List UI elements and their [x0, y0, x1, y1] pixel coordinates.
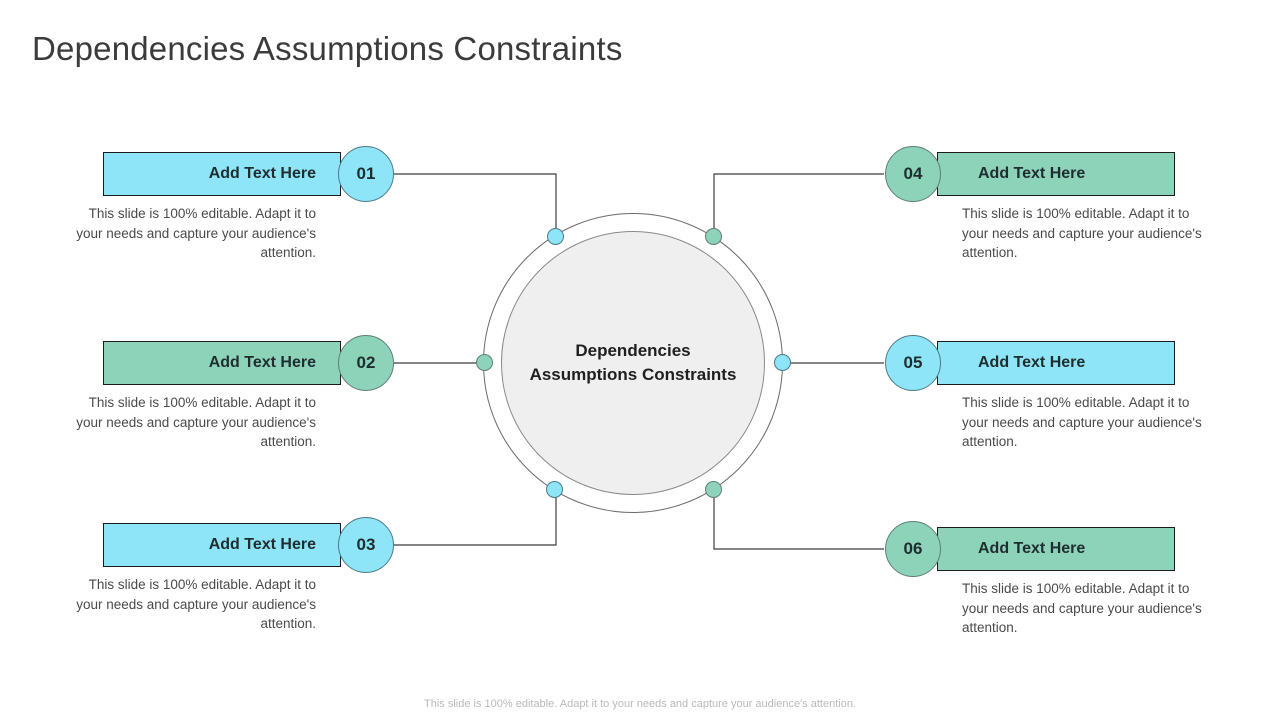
item-02-description: This slide is 100% editable. Adapt it to…	[76, 395, 316, 450]
hub-label-line2: Assumptions Constraints	[529, 365, 737, 384]
item-02-label: Add Text Here	[208, 354, 316, 371]
item-01-number: 01	[356, 164, 376, 183]
item-03-description: This slide is 100% editable. Adapt it to…	[76, 577, 316, 632]
item-02-bar[interactable]: Add Text Here	[103, 341, 341, 385]
item-05-number-badge[interactable]: 05	[885, 335, 941, 391]
item-01-label: Add Text Here	[208, 165, 316, 182]
item-05-number: 05	[903, 353, 923, 372]
item-04-label: Add Text Here	[978, 165, 1086, 182]
page-title: Dependencies Assumptions Constraints	[32, 30, 623, 67]
item-04-number-badge[interactable]: 04	[885, 146, 941, 202]
connector-03	[394, 496, 557, 546]
hub-dot-05[interactable]	[774, 354, 791, 371]
item-03-number: 03	[356, 535, 376, 554]
item-04-bar[interactable]: Add Text Here	[937, 152, 1175, 196]
item-06-label: Add Text Here	[978, 540, 1086, 557]
item-05-description: This slide is 100% editable. Adapt it to…	[962, 395, 1202, 450]
hub-dot-01[interactable]	[547, 228, 564, 245]
connector-04	[713, 173, 884, 231]
item-01-number-badge[interactable]: 01	[338, 146, 394, 202]
item-06-description: This slide is 100% editable. Adapt it to…	[962, 581, 1202, 636]
item-04-description: This slide is 100% editable. Adapt it to…	[962, 206, 1202, 261]
hub-label: Dependencies Assumptions Constraints	[508, 339, 758, 387]
hub-dot-06[interactable]	[705, 481, 722, 498]
item-03-number-badge[interactable]: 03	[338, 517, 394, 573]
item-06-bar[interactable]: Add Text Here	[937, 527, 1175, 571]
item-03-bar[interactable]: Add Text Here	[103, 523, 341, 567]
item-06-number: 06	[903, 539, 923, 558]
item-04-number: 04	[903, 164, 923, 183]
item-02-number-badge[interactable]: 02	[338, 335, 394, 391]
item-05-label: Add Text Here	[978, 354, 1086, 371]
item-05-bar[interactable]: Add Text Here	[937, 341, 1175, 385]
slide-footer: This slide is 100% editable. Adapt it to…	[424, 698, 856, 710]
hub-dot-02[interactable]	[476, 354, 493, 371]
item-03-label: Add Text Here	[208, 536, 316, 553]
connector-06	[713, 496, 884, 550]
hub-core-circle: Dependencies Assumptions Constraints	[501, 231, 765, 495]
connector-01	[394, 173, 557, 231]
item-01-description: This slide is 100% editable. Adapt it to…	[76, 206, 316, 261]
hub-dot-04[interactable]	[705, 228, 722, 245]
item-02-number: 02	[356, 353, 376, 372]
item-01-bar[interactable]: Add Text Here	[103, 152, 341, 196]
hub-dot-03[interactable]	[546, 481, 563, 498]
item-06-number-badge[interactable]: 06	[885, 521, 941, 577]
hub-label-line1: Dependencies	[575, 340, 691, 360]
